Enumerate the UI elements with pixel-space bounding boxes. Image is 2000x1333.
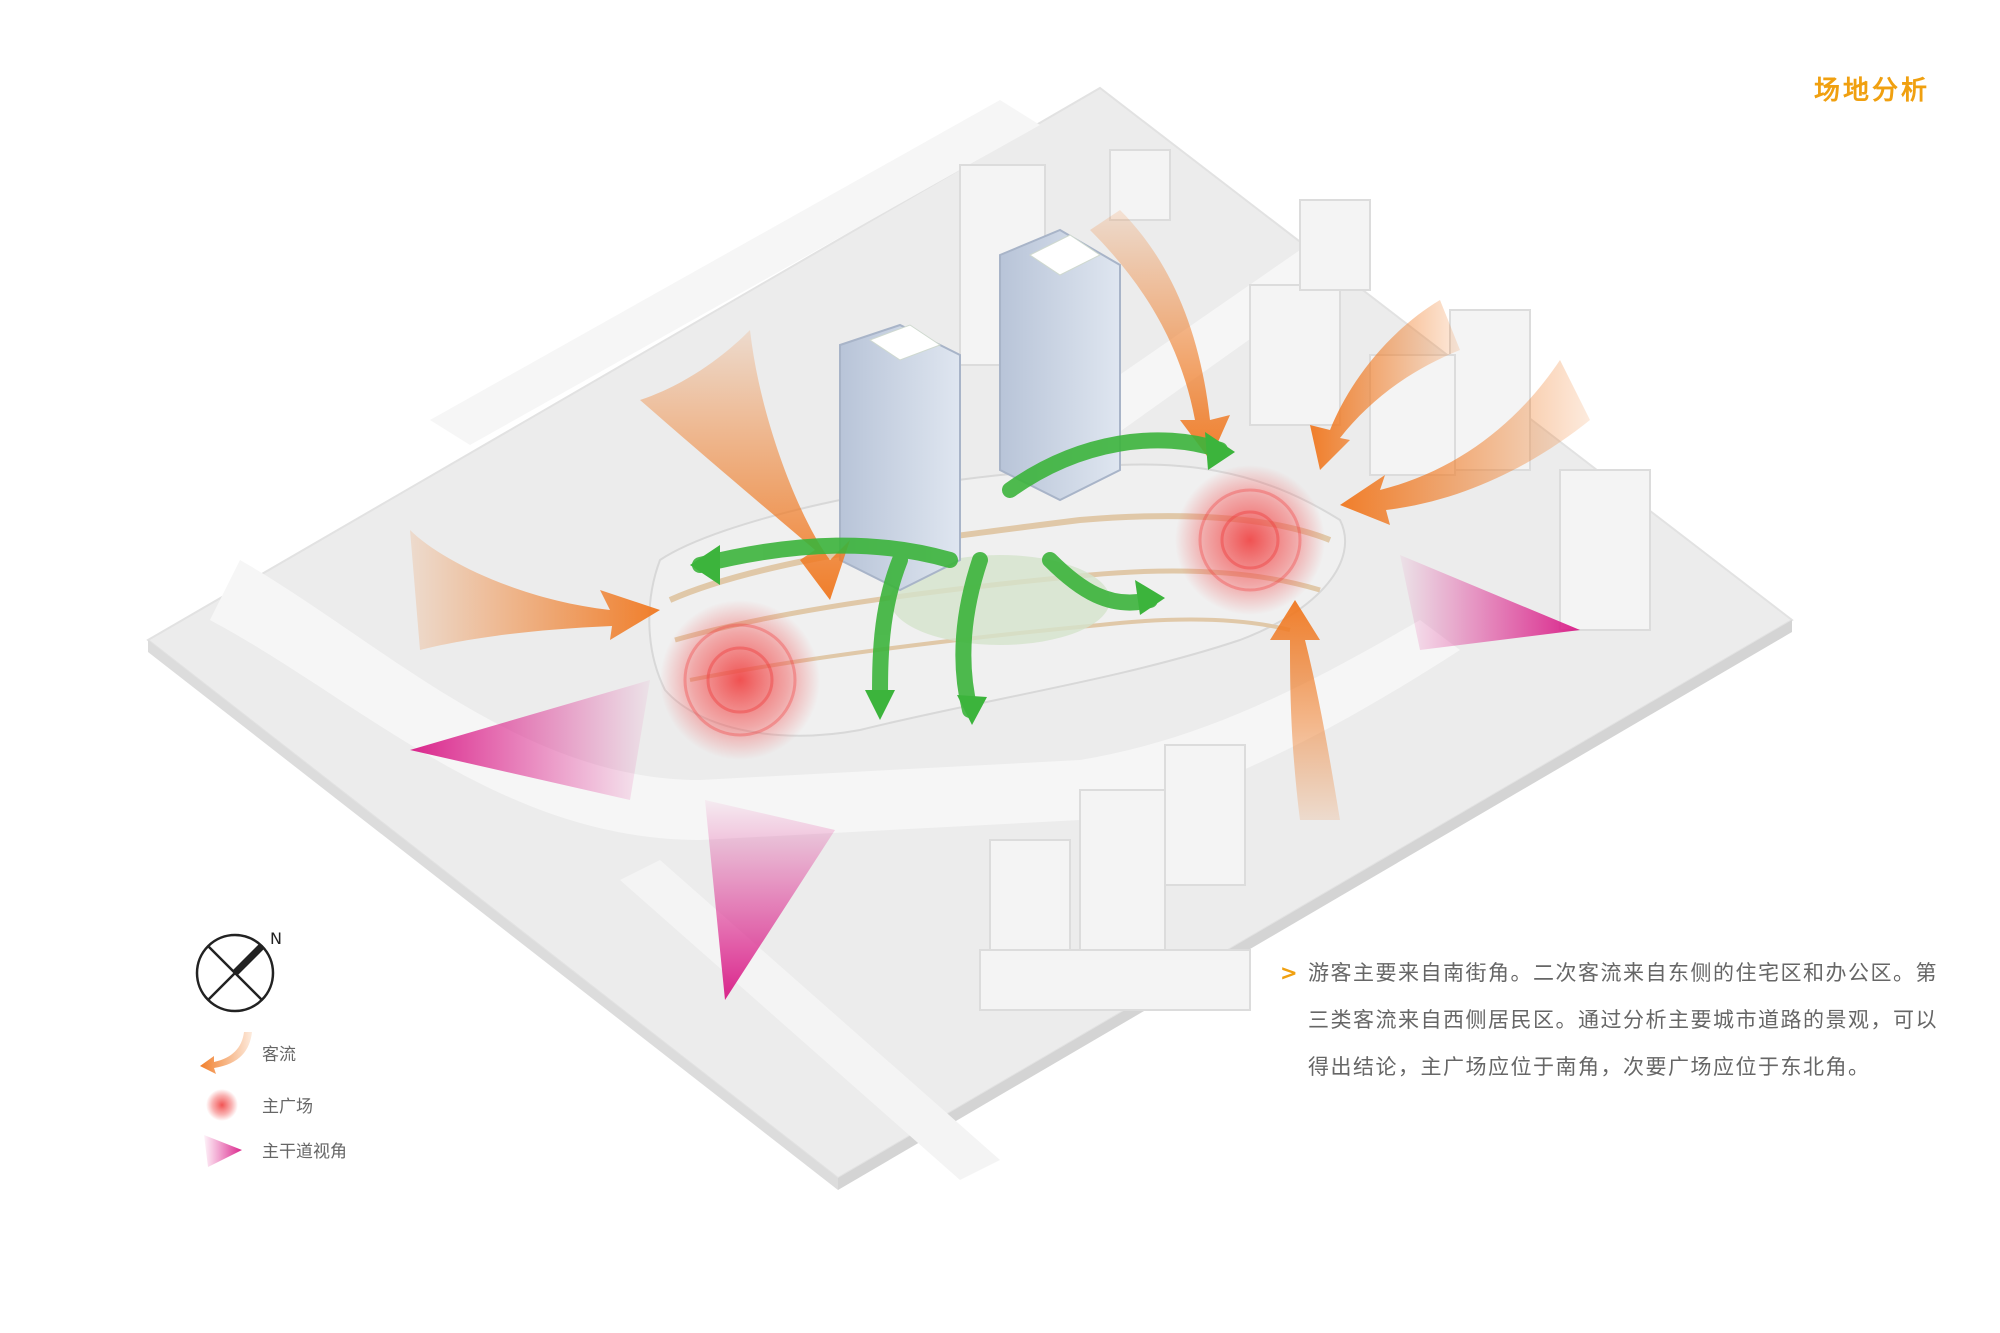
compass-icon: N bbox=[195, 929, 282, 1013]
analysis-description: > 游客主要来自南街角。二次客流来自东侧的住宅区和办公区。第三类客流来自西侧居民… bbox=[1280, 950, 1948, 1091]
legend-label: 主广场 bbox=[262, 1097, 313, 1117]
magenta-view-triangle-icon bbox=[204, 1135, 242, 1167]
orange-flow-arrow-icon bbox=[200, 1032, 252, 1074]
road-diagonal bbox=[620, 860, 1000, 1180]
view-angle-west bbox=[410, 680, 650, 800]
flow-arrow-north bbox=[1090, 210, 1230, 460]
flow-arrow-southeast bbox=[1270, 600, 1340, 820]
legend: 客流 主广场 主干道视角 bbox=[180, 915, 440, 1167]
flow-arrow-east-2 bbox=[1340, 360, 1590, 525]
legend-label: 主干道视角 bbox=[262, 1142, 347, 1162]
red-plaza-circle-icon bbox=[206, 1089, 238, 1121]
view-angle-east bbox=[1400, 555, 1580, 650]
secondary-plaza-northeast bbox=[1175, 465, 1325, 615]
main-plaza-south bbox=[660, 600, 820, 760]
flow-arrow-northwest bbox=[640, 330, 850, 600]
legend-label: 客流 bbox=[262, 1045, 296, 1065]
view-angle-south bbox=[705, 800, 835, 1000]
flow-arrow-west bbox=[410, 530, 660, 650]
flow-arrow-east-1 bbox=[1310, 300, 1460, 470]
description-text: 游客主要来自南街角。二次客流来自东侧的住宅区和办公区。第三类客流来自西侧居民区。… bbox=[1308, 961, 1938, 1079]
north-label: N bbox=[270, 929, 282, 948]
tower-right bbox=[999, 228, 1121, 502]
road-west bbox=[430, 100, 1040, 445]
page-title: 场地分析 bbox=[1813, 76, 1930, 106]
bullet-marker: > bbox=[1280, 961, 1300, 985]
